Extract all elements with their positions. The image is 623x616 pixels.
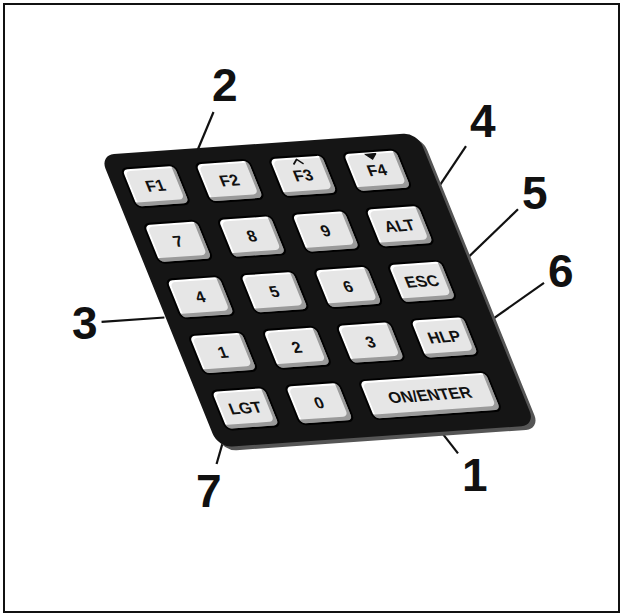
key-label: 0 — [311, 394, 327, 412]
keypad-key: 3 — [334, 320, 406, 365]
key-label: 8 — [244, 228, 260, 246]
keypad-key: LGT — [209, 386, 281, 431]
keypad-key: 0 — [283, 381, 355, 426]
leader-line — [102, 318, 165, 322]
key-label: F3 — [290, 166, 316, 185]
keypad-key: HLP — [408, 315, 480, 360]
keypad-key: 1 — [187, 330, 259, 375]
callout-number: 4 — [470, 98, 496, 144]
callout-number: 1 — [462, 452, 488, 498]
key-label: 4 — [193, 288, 209, 306]
keypad-key: 6 — [312, 265, 384, 310]
callout-number: 2 — [212, 62, 238, 108]
keypad-key: ALT — [363, 204, 435, 249]
key-label: ALT — [381, 216, 418, 236]
key-label: 5 — [266, 283, 282, 301]
key-label: 3 — [363, 333, 379, 351]
key-label: F2 — [217, 172, 243, 191]
callout-number: 7 — [196, 468, 222, 514]
keypad-key: ON/ENTER — [357, 371, 503, 421]
keypad-key: F1 — [119, 164, 191, 209]
keypad-key: ESC — [386, 259, 458, 304]
keypad-body: F1 F2 F3 F4 7 8 9 ALT 4 5 6 ESC 1 2 3 HLP LGT 0 ON/ENTER — [100, 133, 535, 448]
keypad-key: F3 — [267, 153, 339, 198]
key-label: F1 — [143, 177, 169, 196]
key-label: 2 — [289, 339, 305, 357]
keypad-key: F4 — [341, 148, 413, 193]
key-label: 7 — [170, 233, 186, 251]
callout-number: 5 — [522, 170, 548, 216]
key-label: F4 — [364, 161, 390, 180]
keypad-key: 7 — [142, 219, 214, 264]
key-label: 6 — [340, 278, 356, 296]
key-label: ESC — [402, 272, 442, 292]
keypad-key: 8 — [216, 214, 288, 259]
keypad-key: 4 — [164, 275, 236, 320]
key-label: LGT — [226, 399, 265, 419]
arrow-symbol — [290, 158, 305, 166]
keypad-key: F2 — [193, 159, 265, 204]
callout-number: 3 — [72, 300, 98, 346]
keypad-key: 5 — [238, 270, 310, 315]
key-label: ON/ENTER — [385, 384, 475, 407]
keypad-key: 9 — [290, 209, 362, 254]
key-label: 1 — [215, 344, 231, 362]
key-label: 9 — [318, 222, 334, 240]
key-label: HLP — [425, 328, 464, 348]
callout-number: 6 — [548, 248, 574, 294]
keypad-key: 2 — [261, 325, 333, 370]
arrow-symbol — [364, 153, 379, 161]
